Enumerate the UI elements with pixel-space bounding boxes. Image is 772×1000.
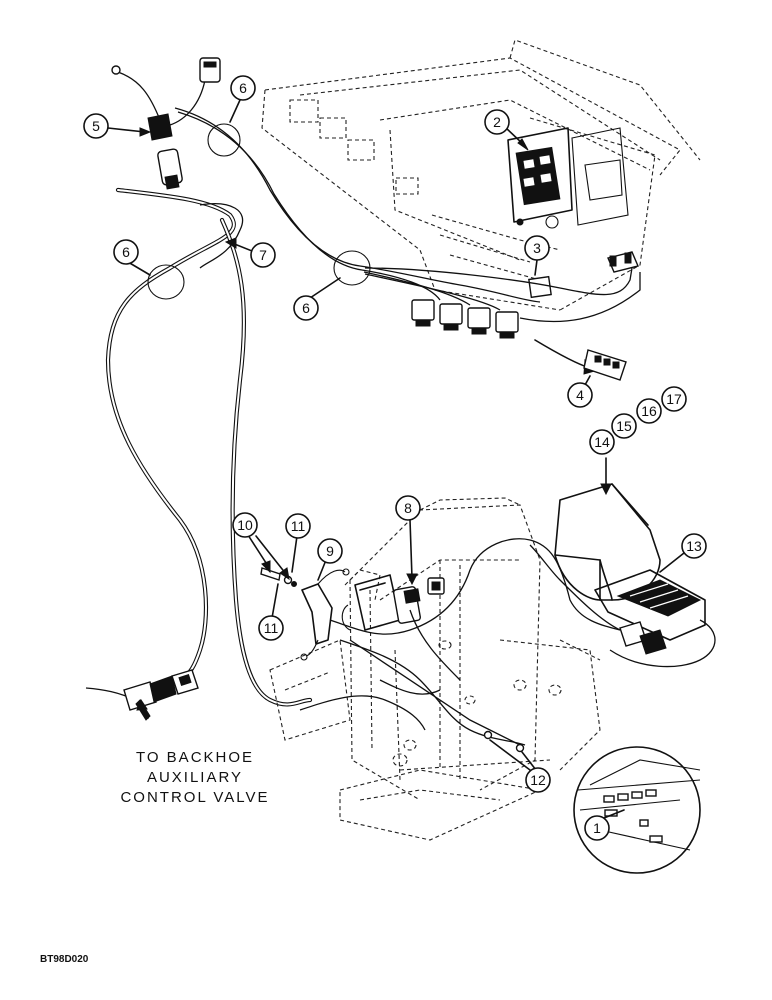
callout-2: 2 <box>484 109 510 135</box>
svg-text:15: 15 <box>616 418 632 434</box>
svg-text:14: 14 <box>594 434 610 450</box>
svg-text:7: 7 <box>259 247 267 263</box>
svg-text:4: 4 <box>576 387 584 403</box>
svg-text:12: 12 <box>530 772 546 788</box>
callout-15: 15 <box>611 413 637 439</box>
caption-line-2: AUXILIARY <box>147 769 243 786</box>
svg-text:10: 10 <box>237 517 253 533</box>
svg-text:5: 5 <box>92 118 100 134</box>
switch-panel-4 <box>534 339 627 381</box>
foot-pedal-assembly <box>529 483 716 668</box>
callout-6-middle: 6 <box>293 295 319 321</box>
svg-text:11: 11 <box>264 620 279 636</box>
svg-text:16: 16 <box>641 403 657 419</box>
callout-9: 9 <box>317 538 343 564</box>
callout-13: 13 <box>681 533 707 559</box>
svg-text:17: 17 <box>666 391 682 407</box>
drawing-reference: BT98D020 <box>40 954 89 965</box>
module-8 <box>341 574 445 631</box>
callout-1: 1 <box>584 815 610 841</box>
callout-11-lower: 11 <box>258 615 284 641</box>
svg-text:6: 6 <box>122 244 130 260</box>
svg-text:6: 6 <box>239 80 247 96</box>
callout-6-left: 6 <box>113 239 139 265</box>
connector-5 <box>147 113 183 190</box>
switch-3 <box>528 275 552 299</box>
backhoe-harness <box>85 187 313 721</box>
svg-text:6: 6 <box>302 300 310 316</box>
inset-detail <box>573 746 701 874</box>
caption-line-1: TO BACKHOE <box>136 749 254 766</box>
callout-6-upper: 6 <box>230 75 256 101</box>
callout-3: 3 <box>524 235 550 261</box>
dashboard-console <box>261 39 701 311</box>
bracket-9 <box>300 568 350 661</box>
svg-text:1: 1 <box>593 820 601 836</box>
svg-text:8: 8 <box>404 500 412 516</box>
upper-harness <box>111 57 641 323</box>
caption-line-3: CONTROL VALVE <box>120 789 269 806</box>
svg-text:2: 2 <box>493 114 501 130</box>
relay-group <box>411 299 519 339</box>
backhoe-connector <box>85 669 199 721</box>
svg-text:3: 3 <box>533 240 541 256</box>
leader-lines <box>107 99 685 819</box>
callout-8: 8 <box>395 495 421 521</box>
svg-text:13: 13 <box>686 538 702 554</box>
callout-10: 10 <box>232 512 258 538</box>
callout-5: 5 <box>83 113 109 139</box>
callout-4: 4 <box>567 382 593 408</box>
instrument-cluster <box>507 127 573 223</box>
callout-7: 7 <box>250 242 276 268</box>
callout-11-upper: 11 <box>285 513 311 539</box>
svg-text:9: 9 <box>326 543 334 559</box>
svg-text:11: 11 <box>291 518 306 534</box>
callout-16: 16 <box>636 398 662 424</box>
callout-14: 14 <box>589 429 615 455</box>
callout-17: 17 <box>661 386 687 412</box>
callout-12: 12 <box>525 767 551 793</box>
chassis-frame <box>260 497 621 841</box>
